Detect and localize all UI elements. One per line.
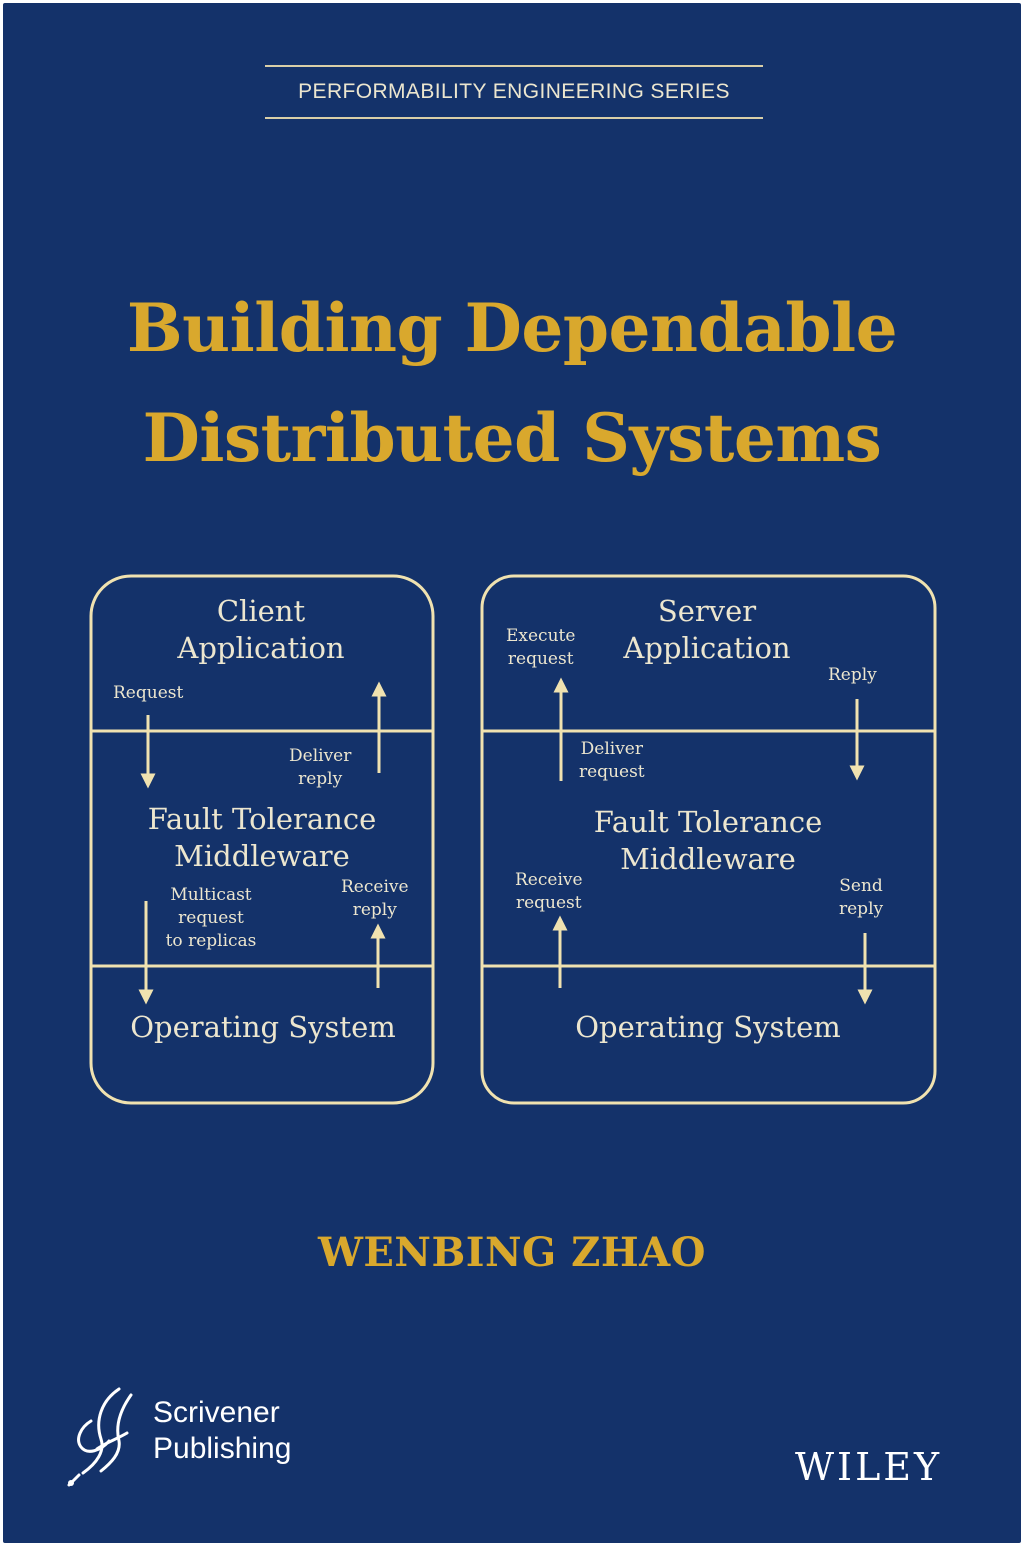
- server-execute-label: Execute request: [506, 625, 575, 671]
- to-replicas-label: to replicas: [165, 931, 257, 951]
- client-multicast-label: Multicast request to replicas: [151, 884, 271, 953]
- scrivener-label: Scrivener: [153, 1396, 280, 1429]
- wiley-logo: WILEY: [795, 1445, 943, 1489]
- series-banner: PERFORMABILITY ENGINEERING SERIES: [265, 65, 763, 119]
- multicast-label: Multicast: [170, 885, 252, 905]
- title-line-2: Distributed Systems: [142, 399, 882, 477]
- server-deliver-request-label: Deliver request: [579, 738, 645, 784]
- scrivener-wordmark: Scrivener Publishing: [153, 1395, 291, 1467]
- middleware-label: Middleware: [174, 839, 350, 873]
- server-box: [480, 574, 937, 1105]
- quill-icon: [67, 1387, 133, 1487]
- request-label: request: [178, 908, 244, 928]
- client-request-label: Request: [113, 683, 184, 703]
- reply-label: reply: [352, 900, 397, 920]
- request-label: request: [579, 762, 645, 782]
- server-middleware-label: Fault Tolerance Middleware: [573, 804, 843, 878]
- server-label: Server: [657, 594, 757, 628]
- request-label: request: [507, 649, 574, 669]
- receive-label: Receive: [341, 877, 409, 897]
- execute-label: Execute: [506, 626, 576, 646]
- middleware-label: Middleware: [620, 842, 796, 876]
- client-application-label: Application: [177, 631, 345, 665]
- architecture-diagram: [89, 574, 937, 1105]
- client-os-label: Operating System: [130, 1010, 396, 1044]
- server-os-label: Operating System: [575, 1010, 841, 1044]
- book-cover: PERFORMABILITY ENGINEERING SERIES Buildi…: [3, 3, 1021, 1543]
- fault-tolerance-label: Fault Tolerance: [593, 805, 823, 839]
- client-middleware-label: Fault Tolerance Middleware: [127, 801, 397, 875]
- title-line-1: Building Dependable: [126, 289, 898, 367]
- deliver-label: Deliver: [289, 746, 352, 766]
- client-app-label: Client Application: [151, 593, 371, 667]
- publishing-label: Publishing: [153, 1432, 292, 1465]
- send-label: Send: [839, 876, 883, 896]
- fault-tolerance-label: Fault Tolerance: [147, 802, 377, 836]
- server-app-label: Server Application: [597, 593, 817, 667]
- client-box: [89, 574, 435, 1105]
- server-send-reply-label: Send reply: [839, 875, 883, 921]
- server-receive-request-label: Receive request: [515, 869, 583, 915]
- client-receive-reply-label: Receive reply: [341, 876, 409, 922]
- receive-label: Receive: [515, 870, 583, 890]
- server-application-label: Application: [623, 631, 791, 665]
- book-title: Building Dependable Distributed Systems: [3, 273, 1021, 493]
- reply-label: reply: [839, 899, 884, 919]
- reply-label: reply: [298, 769, 343, 789]
- client-label: Client: [216, 594, 306, 628]
- client-deliver-reply-label: Deliver reply: [289, 745, 351, 791]
- request-label: request: [515, 893, 582, 913]
- author-name: WENBING ZHAO: [317, 1229, 706, 1276]
- deliver-label: Deliver: [580, 739, 643, 759]
- scrivener-logo: Scrivener Publishing: [61, 1381, 331, 1491]
- server-reply-label: Reply: [828, 665, 877, 685]
